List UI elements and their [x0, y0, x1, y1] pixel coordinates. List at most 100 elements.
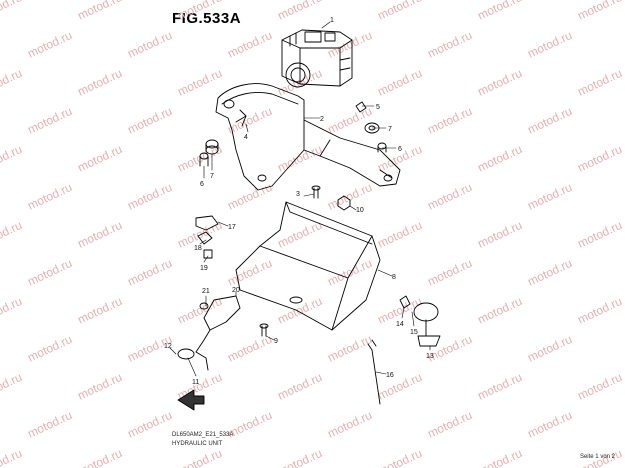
watermark-text: motod.ru	[375, 66, 424, 99]
watermark-text: motod.ru	[525, 332, 574, 365]
watermark-text: motod.ru	[575, 294, 624, 327]
callout-16: 16	[386, 372, 394, 379]
watermark-text: motod.ru	[475, 370, 524, 403]
watermark-text: motod.ru	[275, 370, 324, 403]
watermark-text: motod.ru	[375, 0, 424, 23]
figure-title: FIG.533A	[172, 10, 242, 27]
watermark-text: motod.ru	[425, 408, 474, 441]
watermark-text: motod.ru	[0, 370, 24, 403]
watermark-text: motod.ru	[0, 294, 24, 327]
watermark-text: motod.ru	[525, 256, 574, 289]
watermark-text: motod.ru	[75, 446, 124, 468]
tray	[235, 201, 381, 331]
leader-lines	[169, 21, 431, 377]
watermark-text: motod.ru	[25, 104, 74, 137]
watermark-text: motod.ru	[125, 408, 174, 441]
watermark-text: motod.ru	[175, 294, 224, 327]
watermark-text: motod.ru	[475, 0, 524, 23]
watermark-text: motod.ru	[175, 66, 224, 99]
callout-20: 20	[232, 287, 240, 294]
callout-17: 17	[228, 224, 236, 231]
callout-10: 10	[356, 207, 364, 214]
watermark-text: motod.ru	[425, 28, 474, 61]
callout-19: 19	[200, 265, 208, 272]
watermark-text: motod.ru	[0, 446, 24, 468]
watermark-text: motod.ru	[375, 218, 424, 251]
watermark-text: motod.ru	[325, 180, 374, 213]
callout-2: 2	[320, 116, 324, 123]
watermark-text: motod.ru	[375, 370, 424, 403]
sensor-right	[399, 295, 441, 347]
watermark-text: motod.ru	[125, 180, 174, 213]
callout-9: 9	[274, 338, 278, 345]
watermark-text: motod.ru	[275, 0, 324, 23]
page-number: Seite 1 von 2	[579, 454, 615, 460]
watermark-text: motod.ru	[0, 0, 24, 23]
watermark-text: motod.ru	[475, 66, 524, 99]
callout-4: 4	[244, 134, 248, 141]
callout-11: 11	[192, 379, 199, 386]
callout-6-left: 6	[200, 181, 204, 188]
watermark-text: motod.ru	[0, 218, 24, 251]
watermark-text: motod.ru	[475, 294, 524, 327]
watermark-text: motod.ru	[25, 408, 74, 441]
watermark-text: motod.ru	[425, 256, 474, 289]
watermark-text: motod.ru	[325, 332, 374, 365]
watermark-text: motod.ru	[525, 104, 574, 137]
watermark-text: motod.ru	[125, 28, 174, 61]
watermark-text: motod.ru	[75, 370, 124, 403]
callout-3: 3	[296, 191, 300, 198]
watermark-text: motod.ru	[325, 408, 374, 441]
watermark-text: motod.ru	[525, 408, 574, 441]
watermark-text: motod.ru	[75, 142, 124, 175]
watermark-text: motod.ru	[575, 370, 624, 403]
watermark-text: motod.ru	[125, 256, 174, 289]
watermark-text: motod.ru	[75, 0, 124, 23]
watermark-text: motod.ru	[0, 142, 24, 175]
watermark-text: motod.ru	[175, 0, 224, 23]
hydraulic-unit	[281, 29, 353, 88]
bolt	[235, 109, 247, 127]
front-arrow	[177, 389, 205, 411]
callout-13: 13	[426, 353, 434, 360]
callout-6-right: 6	[398, 146, 402, 153]
watermark-text: motod.ru	[225, 332, 274, 365]
figure-code: DL650AM2_E21_533A	[172, 432, 234, 438]
watermark-text: motod.ru	[525, 28, 574, 61]
callout-8: 8	[392, 274, 396, 281]
watermark-text: motod.ru	[75, 294, 124, 327]
callout-21: 21	[202, 288, 210, 295]
watermark-text: motod.ru	[25, 180, 74, 213]
watermark-text: motod.ru	[575, 218, 624, 251]
callout-7-right: 7	[388, 126, 392, 133]
callout-12: 12	[164, 343, 172, 350]
watermark-text: motod.ru	[475, 446, 524, 468]
watermark-text: motod.ru	[575, 142, 624, 175]
watermark-text: motod.ru	[75, 218, 124, 251]
watermark-text: motod.ru	[575, 66, 624, 99]
watermark-text: motod.ru	[425, 104, 474, 137]
callout-7-left: 7	[210, 173, 214, 180]
watermark-text: motod.ru	[575, 0, 624, 23]
watermark-text: motod.ru	[25, 332, 74, 365]
watermark-text: motod.ru	[475, 218, 524, 251]
watermark-text: motod.ru	[25, 256, 74, 289]
bracket-arm	[215, 83, 401, 191]
watermark-text: motod.ru	[475, 142, 524, 175]
bolt-small	[311, 185, 321, 199]
watermark-text: motod.ru	[175, 446, 224, 468]
callout-labels: 1 2 3 4 5 6 7 6 7 8 9 10 11 12 13 14 15 …	[164, 17, 434, 386]
cable-tie	[367, 339, 381, 405]
watermark-text: motod.ru	[225, 256, 274, 289]
callout-1: 1	[330, 17, 334, 24]
bolt-small-9	[259, 323, 269, 337]
callout-14: 14	[396, 321, 404, 328]
callout-18: 18	[194, 245, 202, 252]
watermark-text: motod.ru	[275, 142, 324, 175]
watermark-text: motod.ru	[0, 66, 24, 99]
callout-5: 5	[376, 104, 380, 111]
watermark-text: motod.ru	[275, 446, 324, 468]
